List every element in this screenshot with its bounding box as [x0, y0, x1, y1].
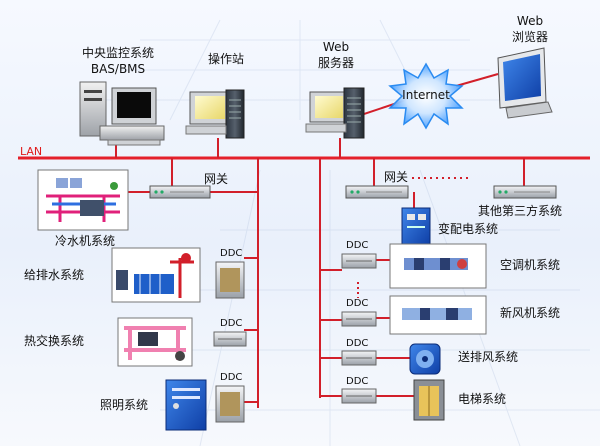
- ddc-box-exhaust: [341, 350, 377, 366]
- ddc-label-exhaust: DDC: [346, 338, 369, 349]
- central-monitor-sublabel: BAS/BMS: [90, 62, 146, 76]
- central-monitor-computer: [79, 81, 165, 146]
- operator-station-label: 操作站: [207, 52, 244, 66]
- ddc-box-water: [215, 261, 245, 299]
- web-server-computer: [305, 87, 365, 139]
- operator-workstation-computer: [185, 89, 245, 139]
- exhaust-fan-label: 送排风系统: [458, 350, 519, 364]
- central-monitor-label: 中央监控系统: [81, 46, 154, 60]
- ddc-box-heat: [213, 331, 247, 347]
- ddc-label-top: DDC: [346, 240, 369, 251]
- exhaust-fan-icon: [409, 343, 441, 375]
- heat-exchange-diagram: [117, 317, 193, 367]
- ddc-box-lighting: [215, 385, 245, 423]
- water-supply-label: 给排水系统: [24, 268, 85, 282]
- fresh-air-label: 新风机系统: [500, 306, 561, 320]
- substation-cabinet: [401, 207, 431, 245]
- ddc-label-water: DDC: [220, 248, 243, 259]
- elevator-icon: [413, 379, 445, 421]
- lighting-panel: [165, 379, 207, 431]
- substation-label: 变配电系统: [438, 222, 499, 236]
- ddc-label-heat: DDC: [220, 318, 243, 329]
- ddc-box-elevator: [341, 388, 377, 404]
- web-server-label-line1: Web: [322, 40, 350, 54]
- air-conditioner-diagram: [389, 243, 487, 289]
- third-party-device: [493, 185, 557, 199]
- gateway-right-device: [345, 185, 409, 199]
- internet-cloud: [388, 62, 464, 130]
- ddc-label-elevator: DDC: [346, 376, 369, 387]
- fresh-air-diagram: [389, 295, 487, 335]
- lan-label: LAN: [20, 145, 43, 158]
- ddc-label-lighting: DDC: [220, 372, 243, 383]
- gateway-left-label: 网关: [204, 172, 229, 186]
- lighting-label: 照明系统: [100, 398, 149, 412]
- chiller-label: 冷水机系统: [54, 234, 115, 248]
- water-supply-diagram: [111, 247, 201, 303]
- gateway-left-device: [149, 185, 211, 199]
- air-conditioner-label: 空调机系统: [500, 258, 561, 272]
- ddc-box-top: [341, 253, 377, 269]
- elevator-label: 电梯系统: [458, 392, 507, 406]
- web-browser-computer: [497, 47, 553, 119]
- gateway-right-label: 网关: [384, 170, 409, 184]
- ddc-label-fresh-air: DDC: [346, 298, 369, 309]
- field-buses: [128, 158, 525, 408]
- third-party-label: 其他第三方系统: [478, 204, 563, 218]
- chiller-system-diagram: [37, 169, 129, 231]
- web-browser-label-line2: 浏览器: [511, 30, 548, 44]
- internet-label: Internet: [402, 88, 450, 102]
- heat-exchange-label: 热交换系统: [24, 334, 85, 348]
- web-server-label-line2: 服务器: [317, 56, 354, 70]
- ddc-box-fresh-air: [341, 311, 377, 327]
- web-browser-label-line1: Web: [516, 14, 544, 28]
